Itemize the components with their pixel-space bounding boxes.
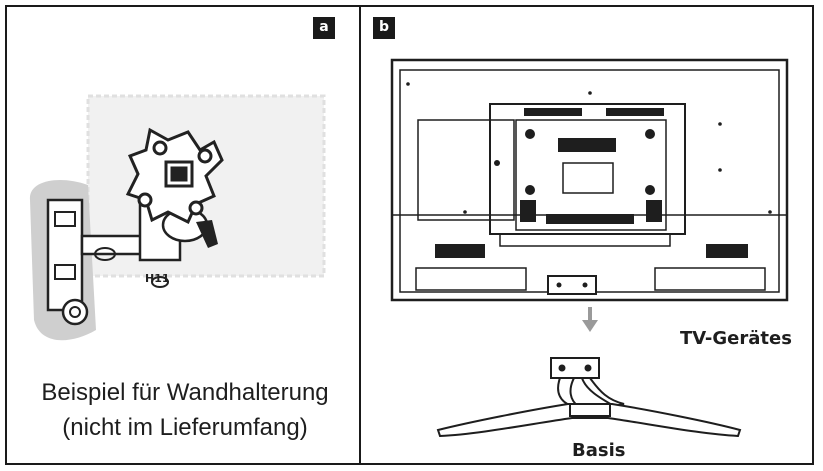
panel-b-badge: b	[373, 17, 395, 39]
wall-mount-caption-line1: Beispiel für Wandhalterung	[41, 379, 329, 406]
figure-frame	[5, 5, 814, 465]
mount-model-label: H11	[145, 272, 170, 285]
base-label: Basis	[572, 440, 626, 461]
tv-label: TV-Gerätes	[680, 328, 792, 349]
wall-mount-caption-line2: (nicht im Lieferumfang)	[62, 414, 308, 441]
panel-divider	[359, 5, 361, 465]
wall-mount-illustration: H11	[29, 94, 326, 341]
vesa-plate	[125, 127, 224, 225]
tilt-knob	[196, 220, 218, 248]
panel-a-badge: a	[313, 17, 335, 39]
wall-plate	[46, 198, 84, 312]
